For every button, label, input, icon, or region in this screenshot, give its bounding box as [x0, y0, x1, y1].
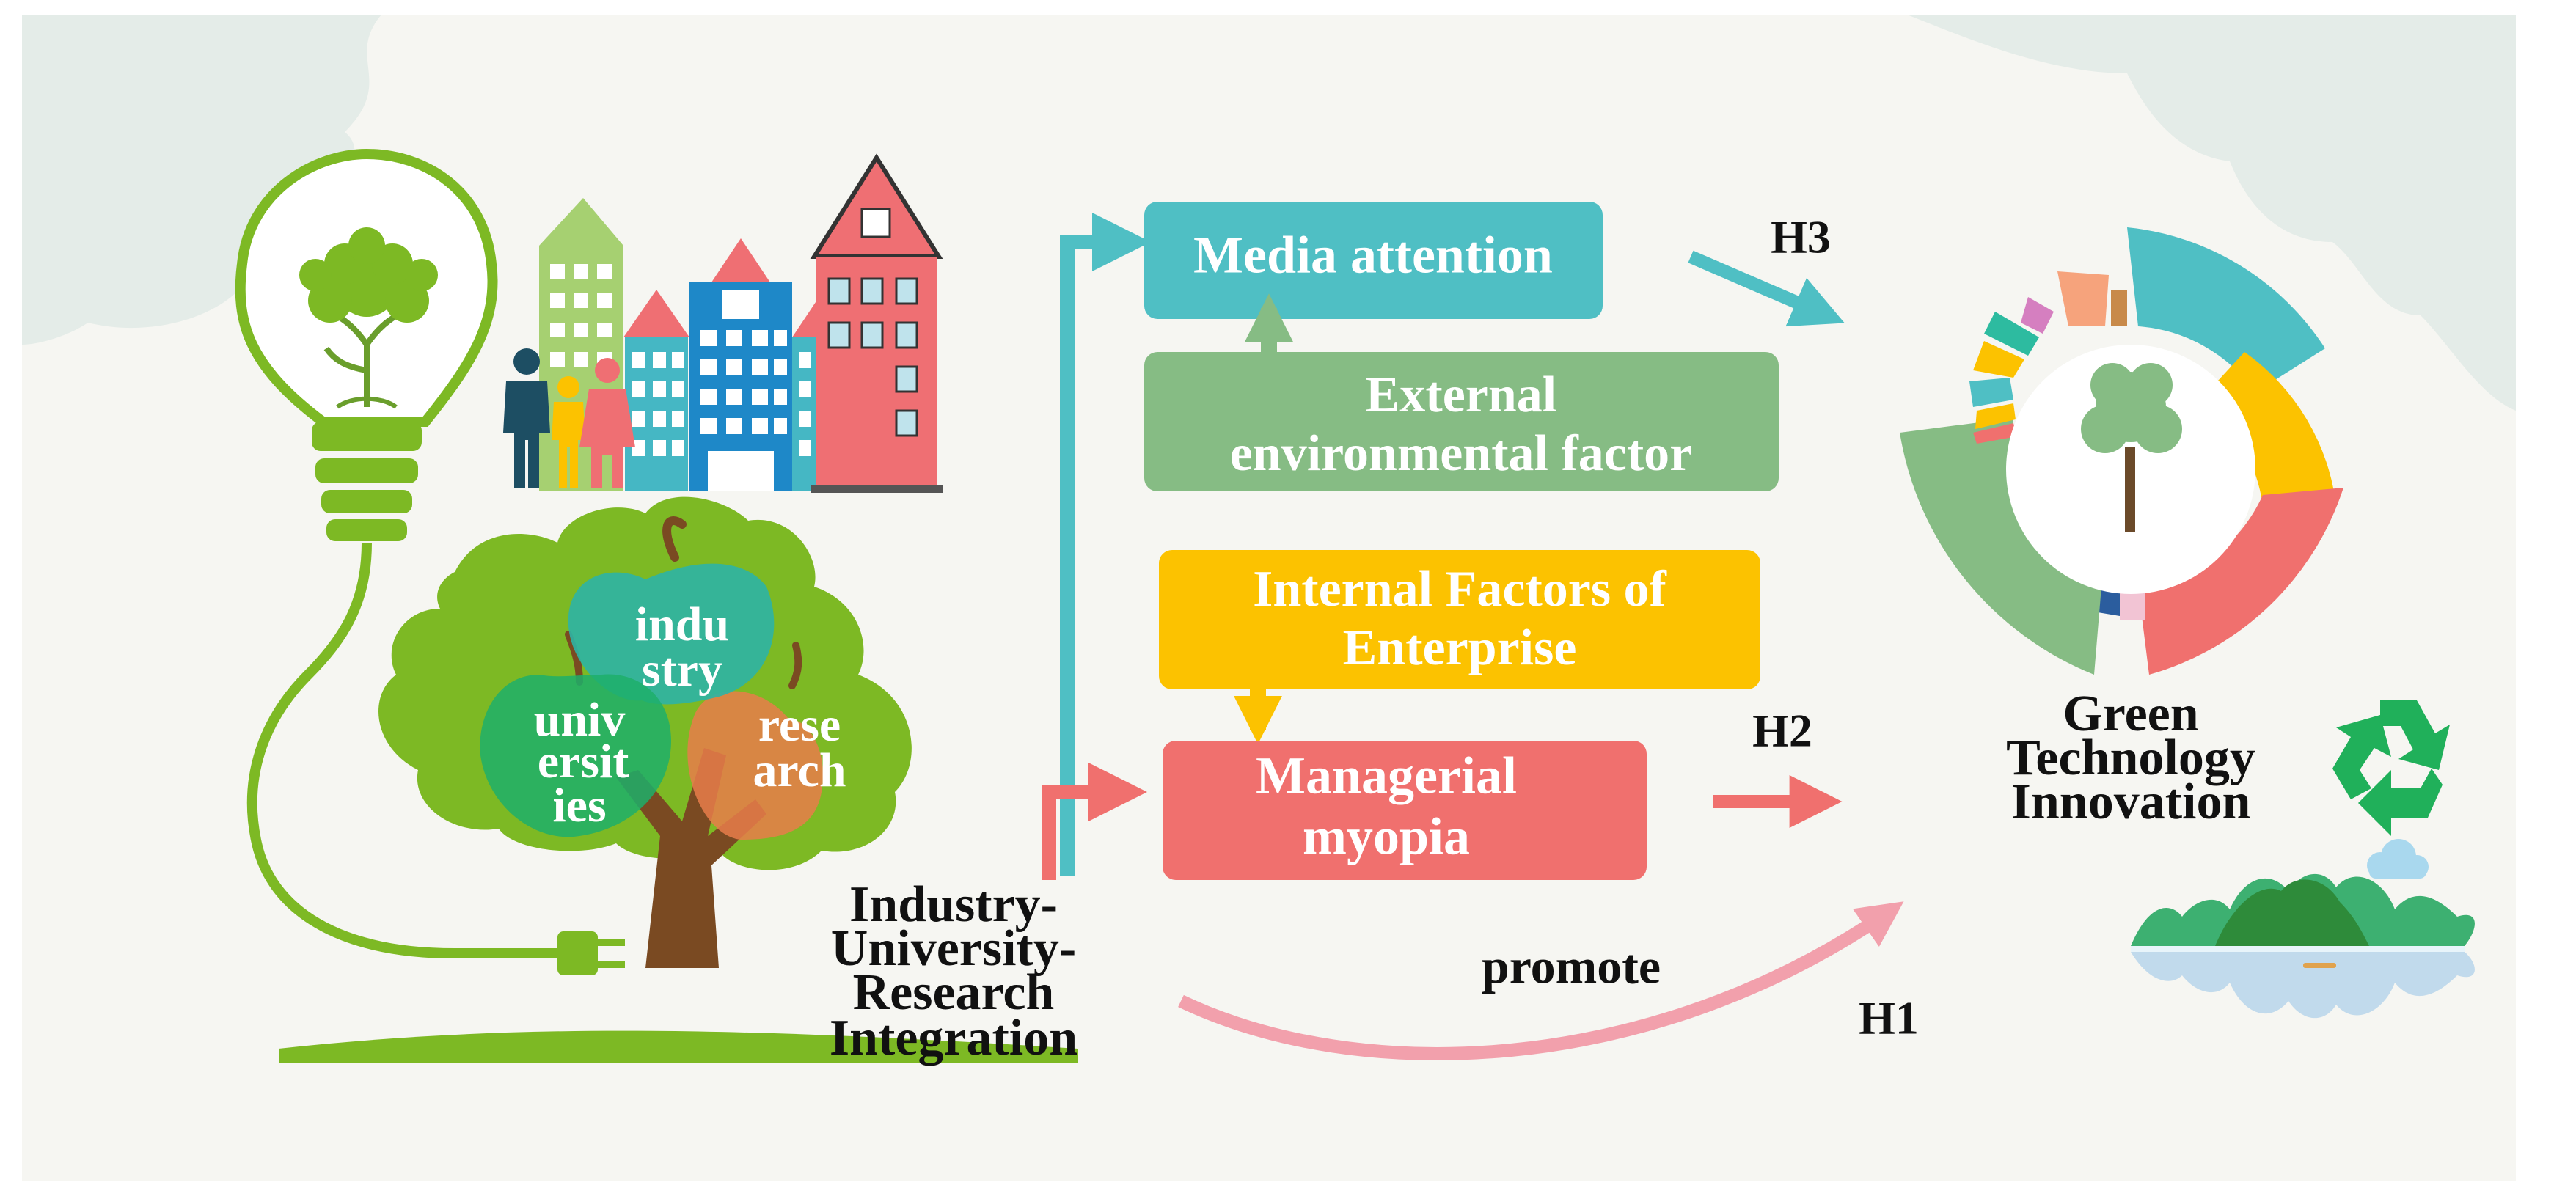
green-label-line2: Technology: [2006, 730, 2255, 786]
managerial-myopia-box: [1163, 741, 1647, 880]
city-buildings-icon: [539, 153, 943, 493]
arrow-iur-to-myopia: [1042, 763, 1147, 880]
apple-research-label-2: arch: [753, 744, 846, 797]
iur-label-line1: Industry-: [849, 876, 1058, 933]
media-attention-label: Media attention: [1193, 226, 1553, 285]
managerial-label-line2: myopia: [1303, 807, 1470, 866]
recycle-icon: [2332, 700, 2450, 836]
iur-label-line3: Research: [853, 964, 1055, 1021]
apple-universities: [480, 674, 671, 837]
cloud-icon: [2367, 839, 2429, 879]
managerial-label-line1: Managerial: [1256, 747, 1517, 805]
external-label-line2: environmental factor: [1230, 425, 1693, 482]
label-promote: promote: [1482, 939, 1661, 994]
apple-universities-label-3: ies: [552, 779, 606, 832]
apple-universities-label-2: ersit: [538, 735, 629, 788]
internal-label-line1: Internal Factors of: [1253, 561, 1666, 617]
green-label-line3: Innovation: [2011, 774, 2251, 830]
iur-label-line4: Integration: [830, 1010, 1077, 1066]
apple-industry-label-1: indu: [635, 598, 729, 651]
apple-research: [687, 691, 823, 840]
apple-industry: [568, 563, 775, 705]
media-attention-box: [1144, 202, 1603, 319]
family-icon: [503, 348, 635, 488]
label-h2: H2: [1752, 705, 1812, 757]
apple-industry-label-2: stry: [642, 643, 722, 697]
arrow-h1-promote: [1178, 901, 1904, 1060]
label-h3: H3: [1771, 211, 1831, 263]
internal-label-line2: Enterprise: [1343, 620, 1577, 676]
external-label-line1: External: [1366, 367, 1557, 423]
iur-label-line2: University-: [831, 920, 1076, 977]
light-bulb-tree-icon: [235, 148, 625, 975]
green-innovation-sunburst: [1900, 227, 2343, 675]
arrow-h3: [1688, 250, 1845, 327]
mountain-lake-icon: [2131, 873, 2475, 1019]
apple-universities-label-1: univ: [534, 693, 626, 747]
arrow-iur-to-media: [1060, 213, 1151, 876]
external-environmental-box: [1144, 352, 1779, 491]
label-h1: H1: [1859, 992, 1919, 1044]
apple-tree-icon: [279, 496, 1078, 1063]
green-label-line1: Green: [2063, 686, 2198, 742]
bg-tree-right: [1907, 15, 2516, 411]
bg-tree-left: [22, 15, 381, 345]
internal-factors-box: [1159, 550, 1760, 689]
apple-research-label-1: rese: [758, 698, 841, 752]
